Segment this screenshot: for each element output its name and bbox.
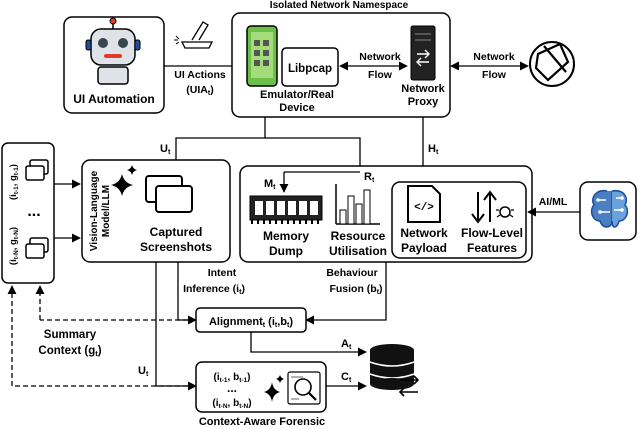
libpcap-label: Libpcap — [288, 63, 332, 75]
network-flow-right-label-2: Flow — [482, 69, 507, 81]
summary-context-label: Summary — [44, 329, 97, 341]
signal-c: Ct — [341, 371, 352, 384]
device-down-line — [171, 117, 266, 171]
network-proxy-label: Network — [401, 83, 445, 95]
summary-context-line — [7, 285, 196, 387]
network-flow-right-label: Network — [473, 51, 515, 63]
behaviour-arrow — [305, 262, 387, 325]
signal-u-top: Ut — [160, 143, 171, 156]
context-top-label: (it-1, gt-1) — [8, 164, 20, 200]
context-bottom-label: (it-N, gt-N) — [8, 227, 20, 265]
magnifier-code-icon — [287, 371, 321, 405]
screenshots-icon — [145, 175, 193, 213]
alignment-to-store-arrow — [250, 332, 367, 357]
resource-chart-icon — [335, 184, 380, 225]
flow-features-icon — [471, 190, 514, 224]
svg-text:</>: </> — [414, 202, 434, 214]
network-payload-label: Network — [400, 226, 448, 240]
signal-r: Rt — [364, 171, 375, 184]
ui-actions-var: (UIAt) — [186, 84, 213, 97]
code-file-icon: </> — [407, 185, 441, 223]
ui-automation-label: UI Automation — [73, 92, 155, 106]
resource-utilisation-label-2: Utilisation — [329, 244, 387, 258]
intent-inference-label: Intent — [208, 267, 237, 279]
network-payload-label-2: Payload — [401, 241, 447, 255]
alignment-label: Alignmentt (it,bt) — [209, 316, 293, 329]
behaviour-fusion-label: Behaviour — [326, 267, 377, 279]
intent-inference-label-2: Inference (it) — [183, 283, 245, 296]
network-proxy-label-2: Proxy — [408, 96, 439, 108]
forensic-pair-top: (it-1, bt-1) — [213, 372, 250, 384]
brain-circuit-icon — [590, 189, 629, 228]
signal-u-bottom: Ut — [138, 365, 149, 378]
touch-icon — [174, 21, 214, 49]
forensic-sparkle-icon — [264, 375, 284, 402]
forensic-pair-bottom: (it-N, bt-N) — [212, 398, 251, 410]
emulator-label-2: Device — [279, 102, 314, 114]
flow-level-features-label-2: Features — [467, 241, 517, 255]
resource-utilisation-label: Resource — [331, 229, 386, 243]
sparkle-icon — [111, 165, 137, 196]
u-to-forensic-arrow — [155, 262, 197, 391]
phone-icon — [246, 25, 278, 87]
vlm-label-2: Model/LLM — [101, 185, 112, 237]
memory-dump-label-2: Dump — [269, 244, 303, 258]
network-flow-left-label: Network — [359, 51, 401, 63]
context-screens-bottom-icon — [25, 237, 49, 259]
libpcap-box — [281, 47, 339, 87]
ui-actions-label: UI Actions — [174, 69, 226, 81]
flow-level-features-label: Flow-Level — [461, 226, 523, 240]
memory-dump-label: Memory — [263, 229, 309, 243]
captured-screenshots-label-2: Screenshots — [140, 240, 212, 254]
context-screens-top-icon — [25, 159, 49, 181]
summary-context-label-2: Context (gt) — [38, 345, 101, 358]
ai-ml-label: AI/ML — [539, 196, 568, 208]
behaviour-fusion-label-2: Fusion (bt) — [329, 283, 382, 296]
network-flow-left-label-2: Flow — [368, 69, 393, 81]
proxy-server-icon — [410, 25, 436, 81]
emulator-label: Emulator/Real — [260, 89, 334, 101]
signal-a: At — [341, 338, 352, 351]
forensic-dots: ... — [227, 381, 237, 395]
captured-screenshots-label: Captured — [150, 225, 203, 239]
robot-icon — [85, 17, 141, 85]
internet-icon — [529, 41, 575, 87]
database-icon — [369, 344, 420, 397]
context-dots: ... — [27, 203, 40, 220]
signal-m: Mt — [264, 178, 276, 191]
memory-chip-icon — [249, 195, 323, 224]
vlm-label: Vision-Language — [89, 170, 100, 251]
namespace-title: Isolated Network Namespace — [270, 0, 409, 11]
signal-h: Ht — [428, 143, 439, 156]
forensic-title: Context-Aware Forensic — [199, 416, 325, 428]
